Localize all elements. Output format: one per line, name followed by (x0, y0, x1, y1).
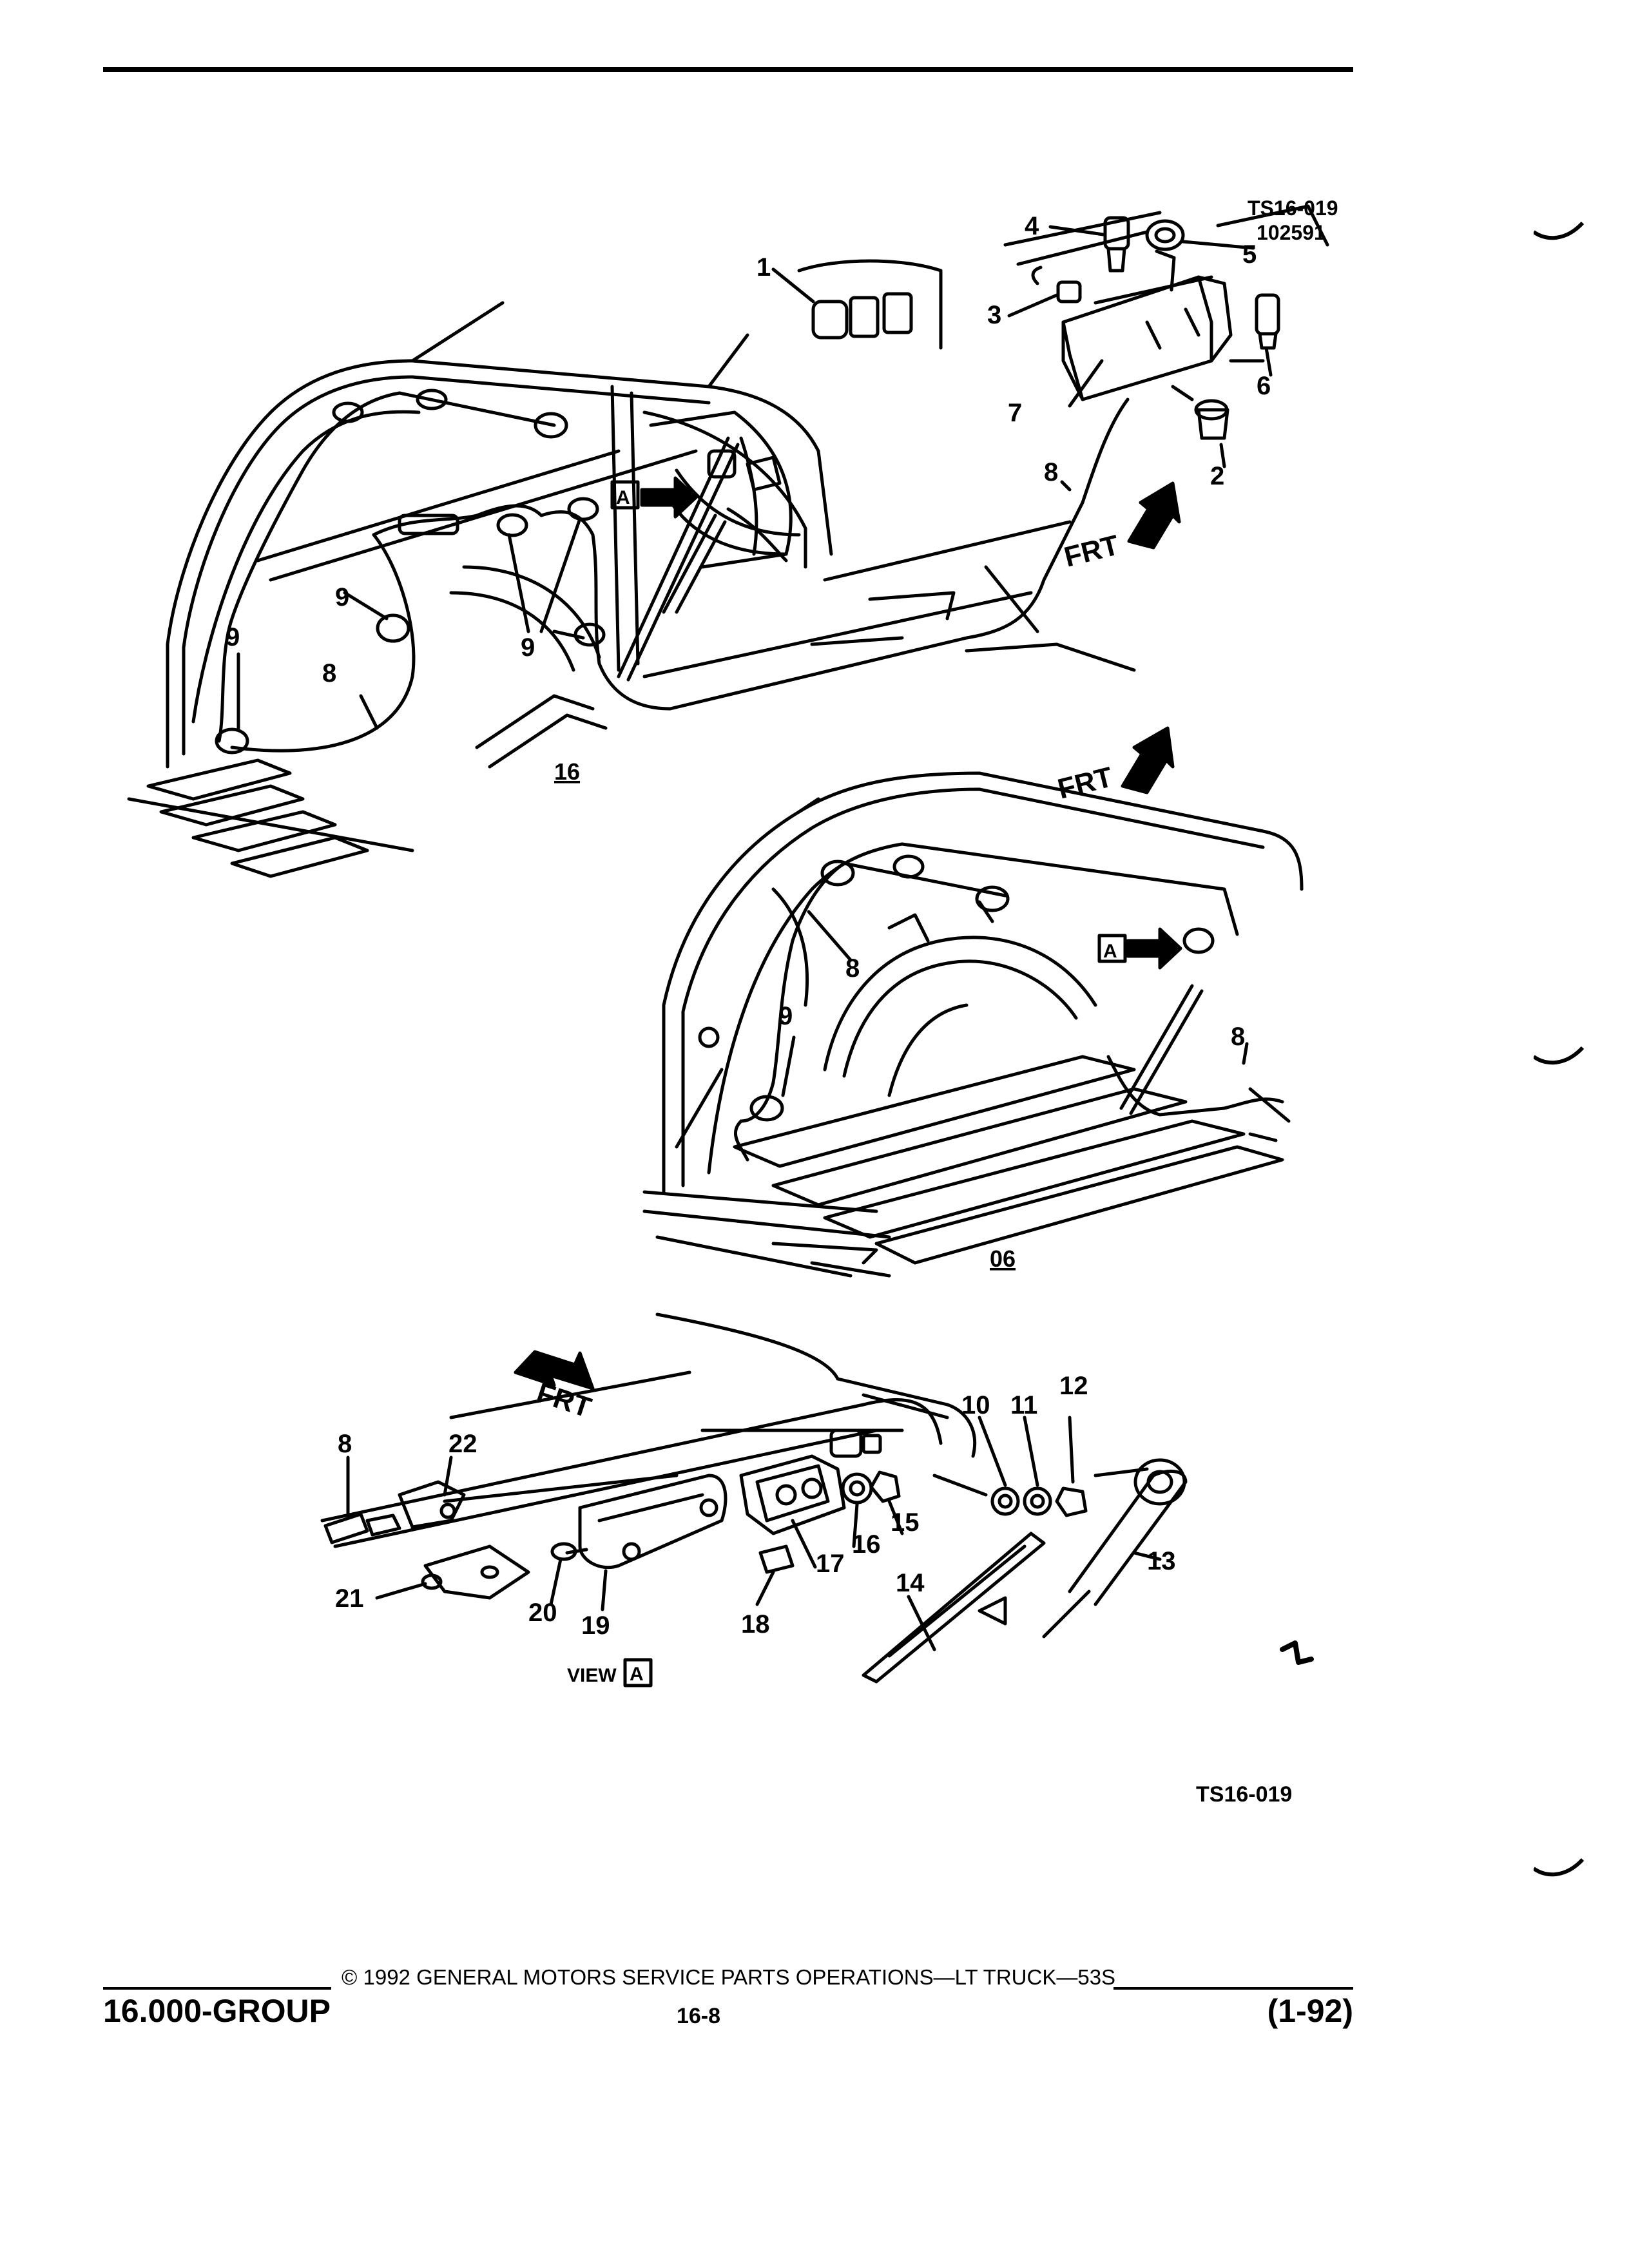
callout-9: 9 (335, 583, 349, 611)
callout-8: 8 (1231, 1023, 1245, 1051)
callout-6: 6 (1257, 372, 1271, 400)
callout-a-letter: A (616, 487, 630, 508)
upper-view-drawing (127, 204, 1329, 878)
callout-10: 10 (961, 1391, 990, 1419)
callout-7: 7 (1008, 399, 1022, 427)
callout-8: 8 (1044, 458, 1058, 486)
view-label-06: 06 (990, 1245, 1016, 1272)
callout-9: 9 (226, 623, 240, 651)
copyright-text: © 1992 GENERAL MOTORS SERVICE PARTS OPER… (342, 1965, 1116, 1989)
group-title: 16.000-GROUP (103, 1993, 331, 2029)
callout-a-letter: A (1103, 941, 1117, 962)
footer-rule-right (1113, 1987, 1353, 1990)
callout-17: 17 (816, 1550, 845, 1578)
callout-19: 19 (581, 1611, 610, 1640)
figure-code-top: TS16-019 (1248, 197, 1338, 220)
figure-date-code: 102591 (1257, 221, 1325, 244)
callout-18: 18 (741, 1610, 770, 1639)
callout-8: 8 (845, 954, 860, 983)
view-label-16: 16 (554, 758, 580, 785)
callout-2: 2 (1210, 462, 1224, 490)
callout-1: 1 (757, 253, 771, 282)
callout-5: 5 (1242, 240, 1257, 269)
illustration-svg: TS16-019 102591 1 2 3 4 5 6 7 8 8 9 9 9 … (127, 197, 1338, 1687)
view-caption: VIEW (567, 1665, 617, 1686)
callout-11: 11 (1010, 1391, 1037, 1419)
binder-mark (1534, 221, 1585, 240)
page-number: 16-8 (676, 2004, 721, 2028)
footer-rule-left (103, 1987, 331, 1990)
revision-code: (1-92) (1267, 1993, 1353, 2029)
callout-15: 15 (891, 1508, 920, 1537)
view-letter: A (630, 1664, 644, 1685)
top-rule (103, 67, 1353, 72)
callout-4: 4 (1025, 212, 1039, 240)
callout-9: 9 (778, 1002, 793, 1030)
copyright-line: © 1992 GENERAL MOTORS SERVICE PARTS OPER… (103, 1965, 1353, 1995)
binder-mark (1534, 1046, 1585, 1065)
callout-14: 14 (896, 1569, 925, 1597)
middle-view-drawing (642, 726, 1304, 1278)
parts-illustration: TS16-019 102591 1 2 3 4 5 6 7 8 8 9 9 9 … (127, 197, 1338, 1687)
callout-12: 12 (1059, 1372, 1088, 1400)
callout-9: 9 (521, 633, 535, 662)
figure-code-bottom: TS16-019 (1196, 1782, 1293, 1807)
callout-3: 3 (987, 301, 1001, 329)
callout-8: 8 (338, 1430, 352, 1458)
callout-8: 8 (322, 659, 336, 687)
callout-21: 21 (335, 1584, 364, 1613)
callout-16: 16 (852, 1530, 881, 1559)
front-label: FRT (1061, 529, 1123, 573)
callout-22: 22 (448, 1430, 477, 1458)
callout-20: 20 (528, 1599, 557, 1627)
binder-mark (1534, 1858, 1585, 1877)
detail-view-drawing (320, 1312, 1314, 1687)
callout-13: 13 (1147, 1547, 1176, 1575)
